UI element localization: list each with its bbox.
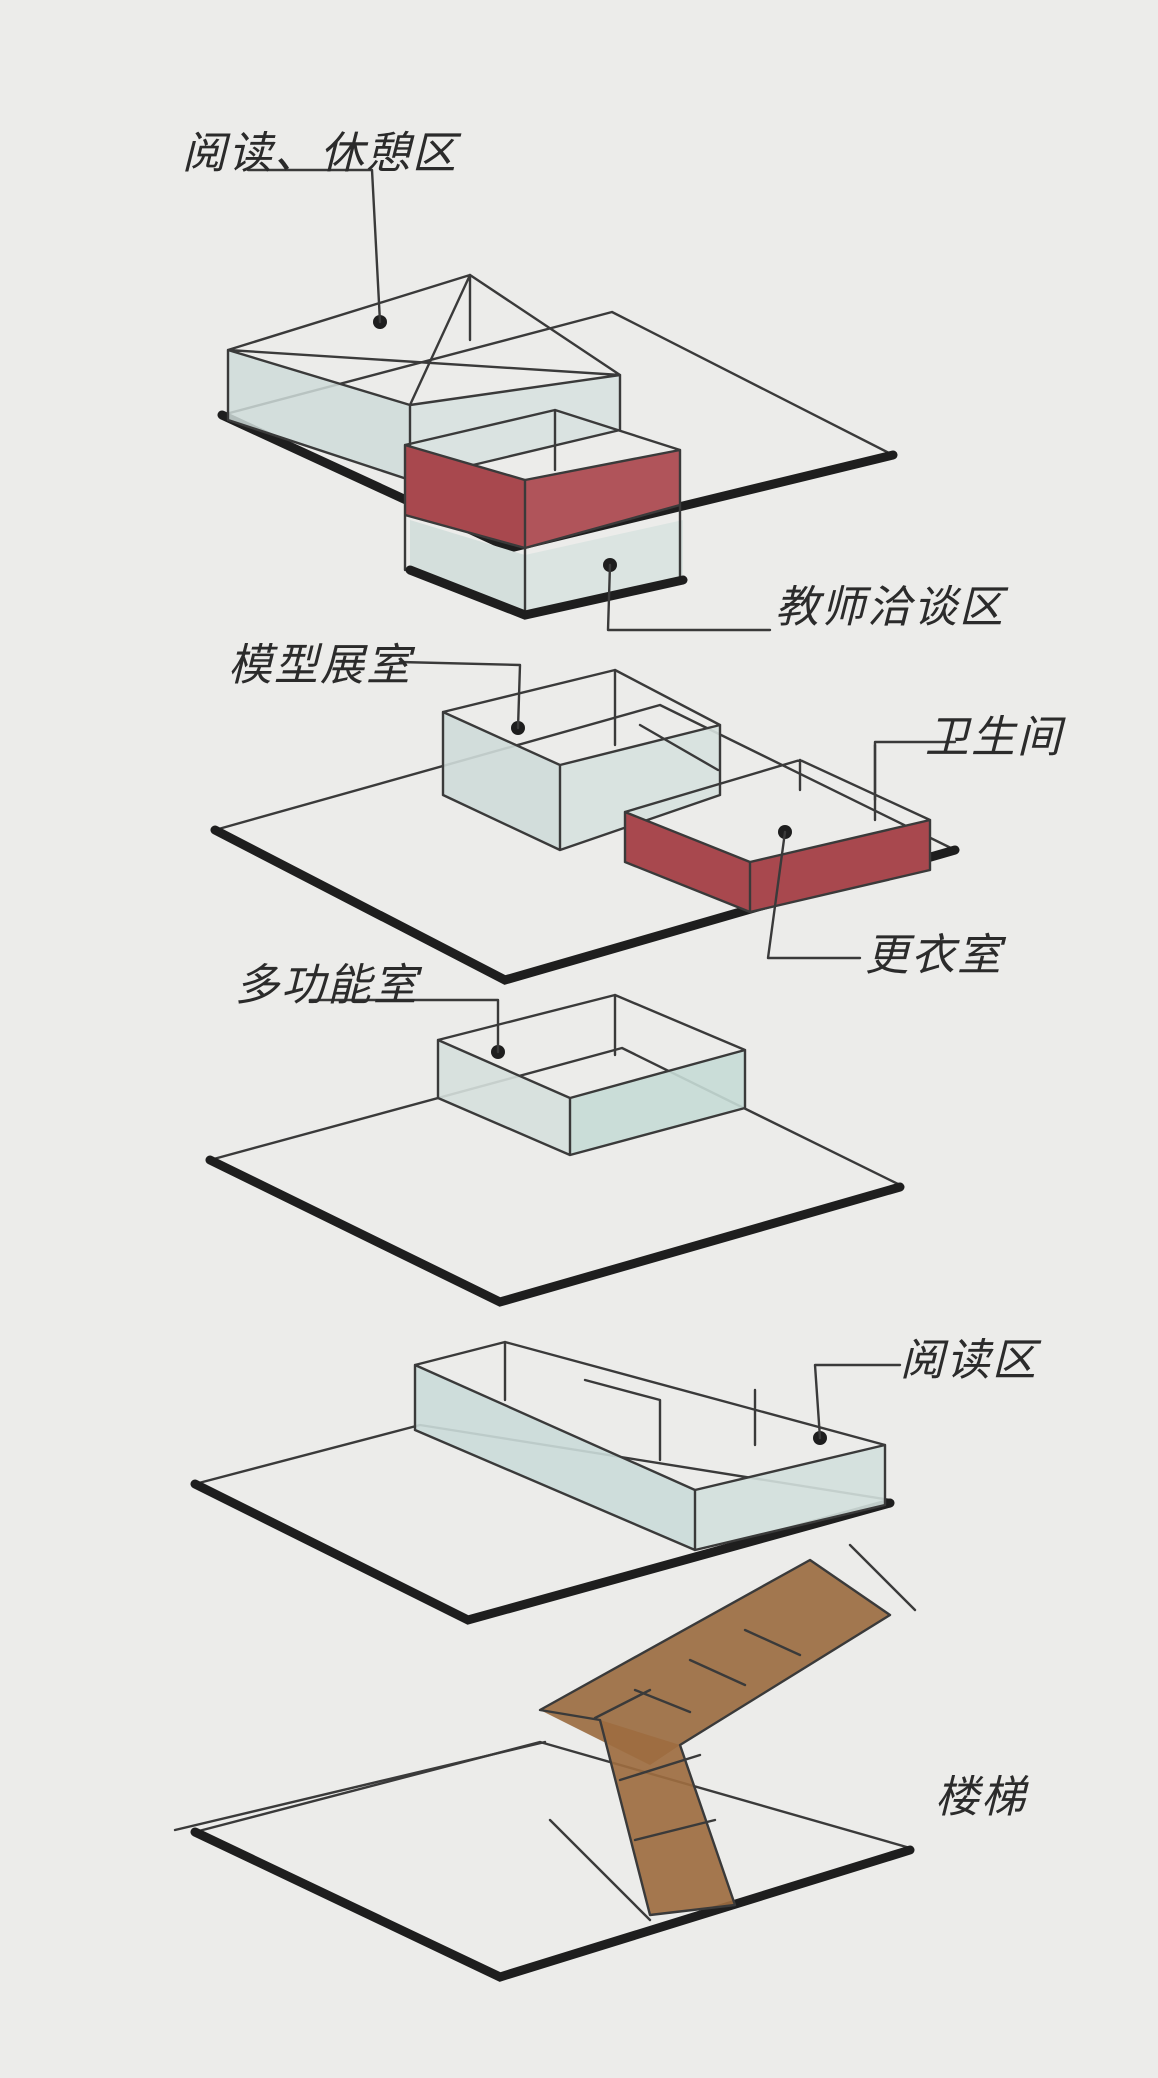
level-1-slab-edge [190, 1479, 895, 1625]
ground-group [173, 1543, 917, 1982]
reading-area-lines [413, 1340, 887, 1552]
ground-slab-edge [190, 1827, 915, 1982]
label-reading-leisure: 阅读、休憩区 [182, 128, 462, 179]
label-changing-room: 更衣室 [865, 930, 1007, 981]
level-4-slab-edge [217, 410, 898, 553]
multifunction-side [570, 1050, 745, 1155]
level-1-group [190, 1340, 902, 1625]
staff-discussion-red-side [525, 450, 680, 548]
label-model-room: 模型展室 [228, 640, 416, 691]
stairs-leader [548, 1818, 652, 1922]
staff-discussion-base [405, 565, 688, 620]
model-room-front [443, 712, 560, 850]
label-stairs: 楼梯 [935, 1772, 1029, 1823]
changing-room-lines [623, 743, 932, 914]
reading-leisure-volume-front [228, 350, 410, 480]
model-room-side [560, 725, 720, 850]
multifunction-leader [308, 998, 500, 1054]
stairs-lines [173, 1543, 917, 1917]
multifunction-lines [436, 993, 747, 1157]
stairs-lower-ramp [600, 1720, 735, 1915]
level-2-slab-edge [205, 1155, 905, 1307]
label-staff-discussion: 教师洽谈区 [775, 582, 1009, 633]
reading-leisure-volume-side [410, 375, 620, 480]
model-room-lines [441, 668, 722, 852]
level-2-group [205, 993, 905, 1307]
model-room-leader [398, 660, 522, 730]
reading-area-side [695, 1445, 885, 1550]
ground-slab [193, 1740, 912, 1977]
level-4-group [217, 168, 898, 632]
stairs-upper-ramp [540, 1560, 890, 1765]
staff-discussion-glass-front [410, 520, 525, 612]
level-2-slab [208, 1046, 902, 1302]
changing-room-leader [766, 830, 862, 960]
label-reading-area: 阅读区 [900, 1335, 1042, 1386]
changing-room-front [625, 812, 750, 912]
reading-area-front [415, 1365, 695, 1550]
level-3-group [210, 660, 960, 985]
reading-leisure-leader [246, 168, 382, 324]
label-restroom: 卫生间 [925, 712, 1066, 763]
staff-discussion-leader [606, 563, 772, 632]
multifunction-front [438, 1040, 570, 1155]
restroom-leader [873, 740, 957, 802]
reading-area-leader [813, 1363, 902, 1440]
changing-room-side [750, 820, 930, 912]
label-multifunction: 多功能室 [235, 960, 423, 1011]
